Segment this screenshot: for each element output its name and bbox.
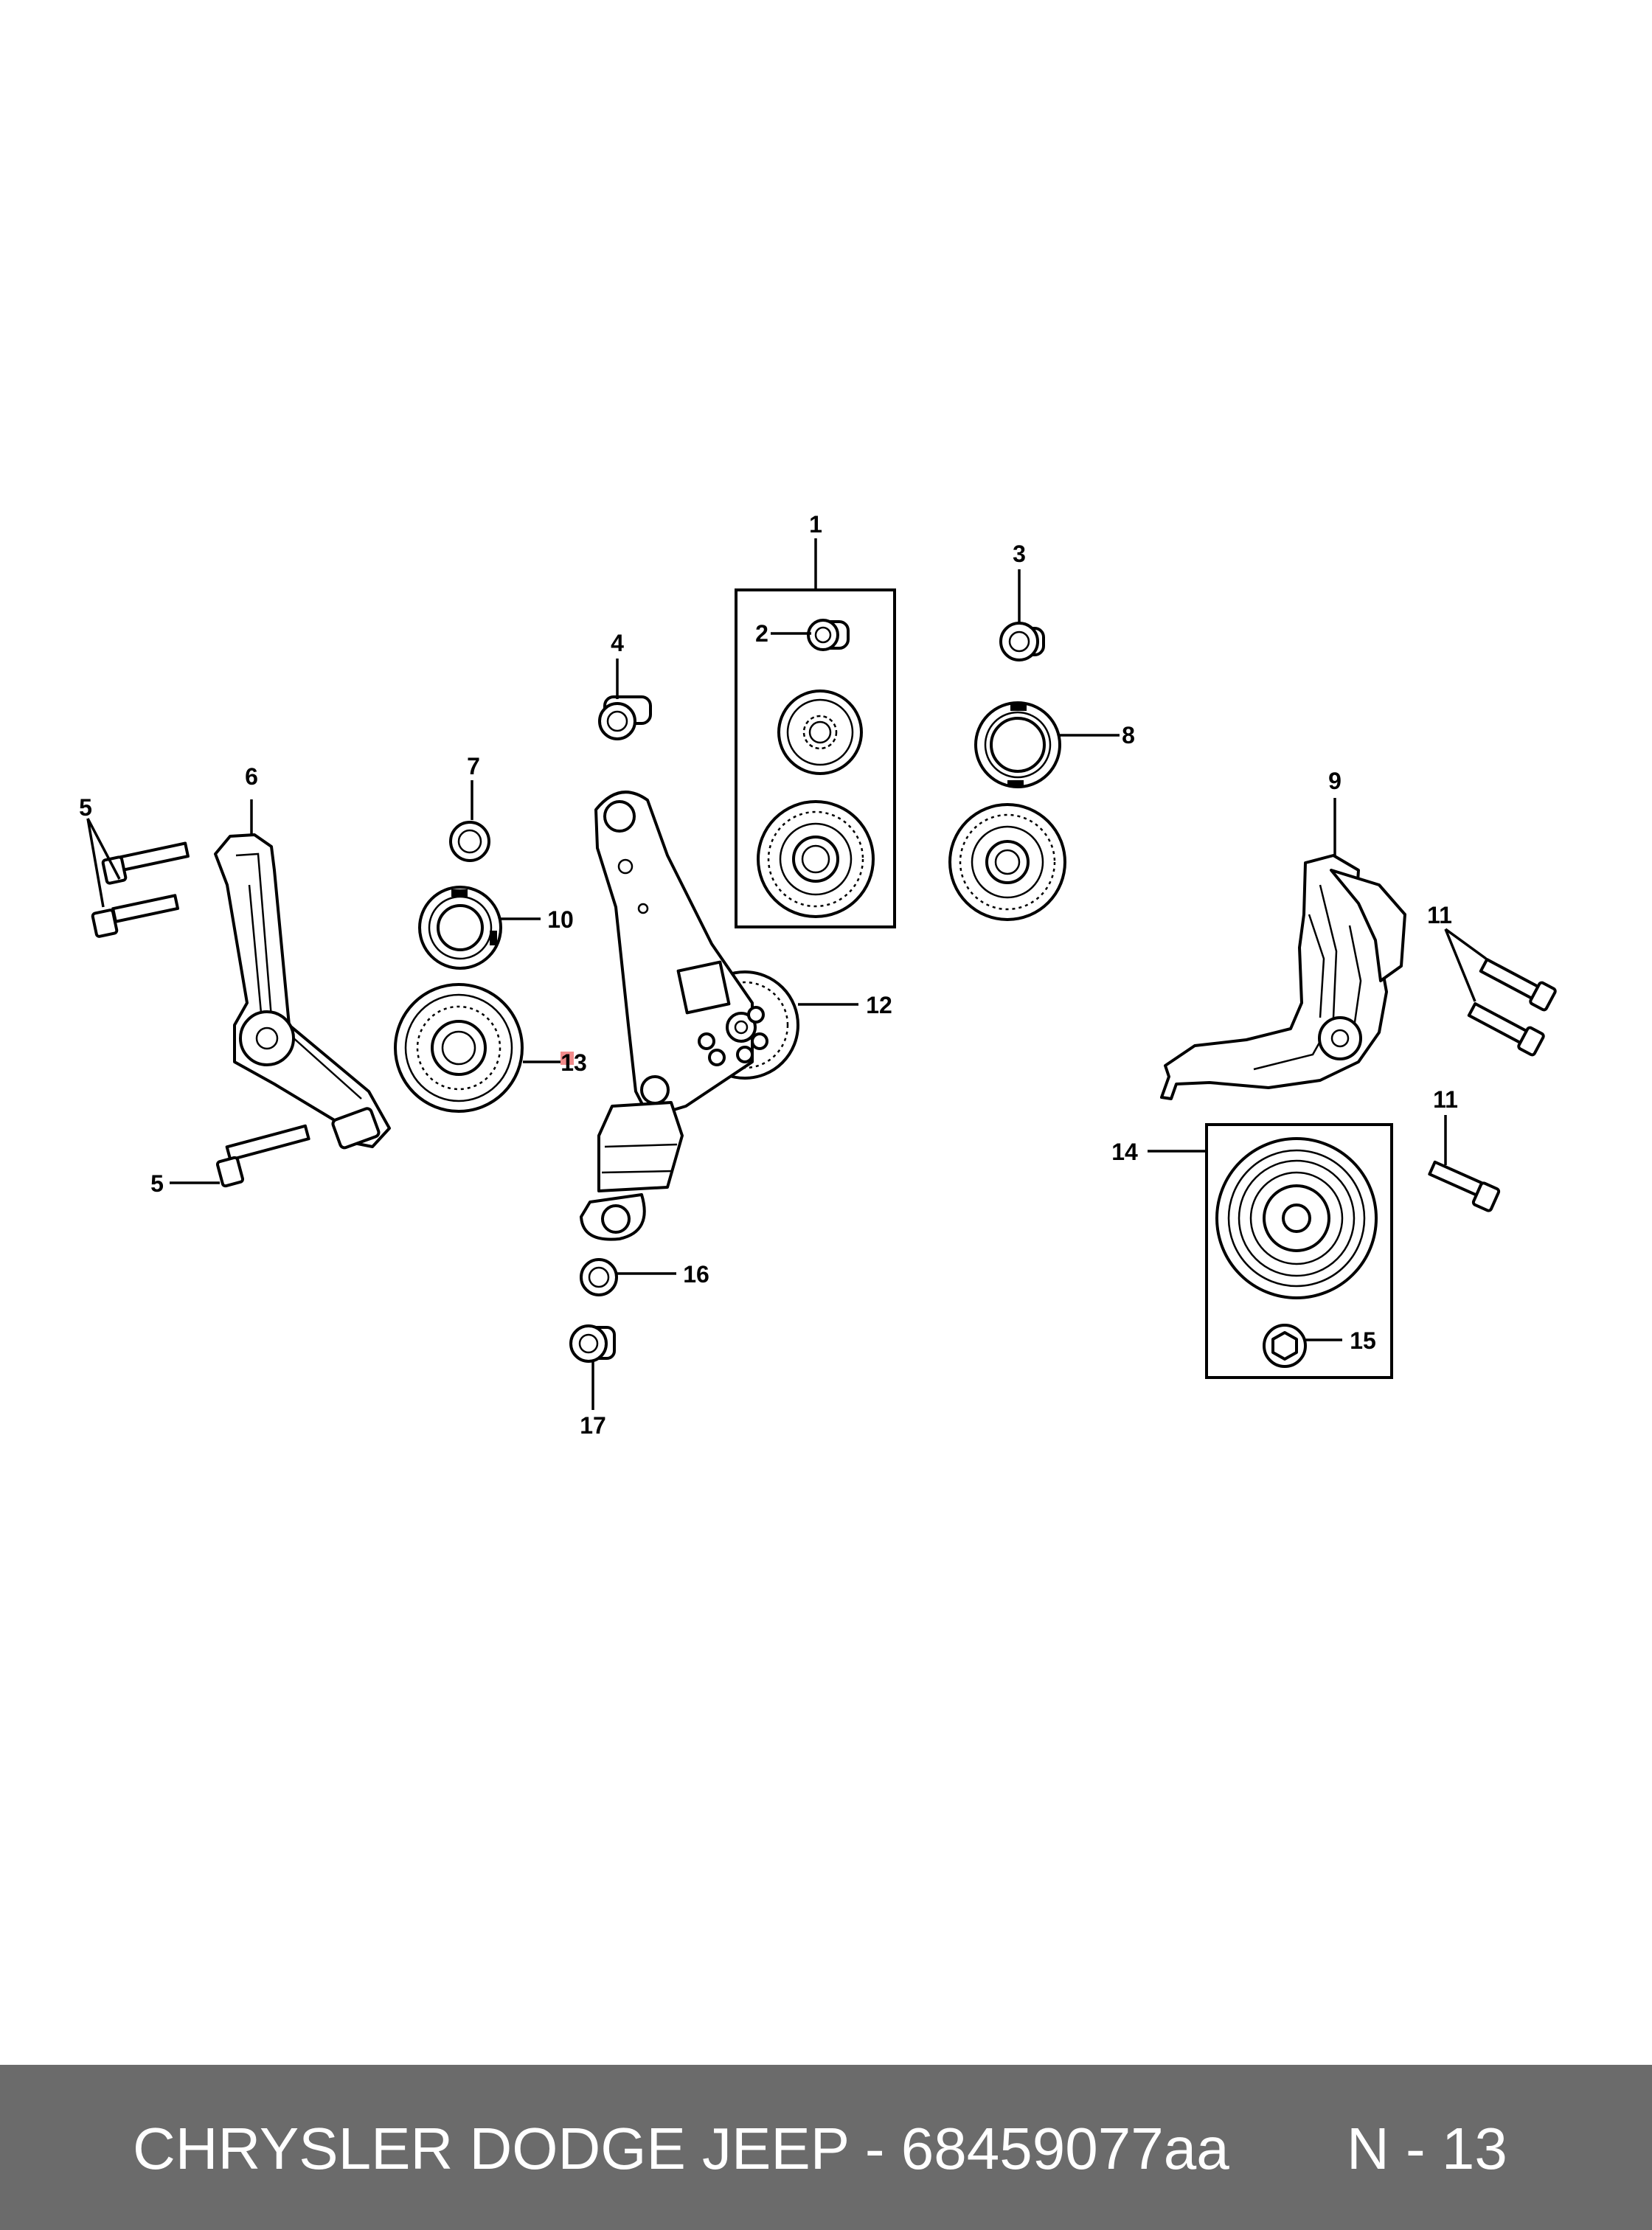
callout-5-upper: 5 <box>79 794 92 821</box>
callout-11-lower: 11 <box>1433 1086 1458 1113</box>
part-11-bolt-lower <box>1428 1160 1501 1212</box>
part-11-bolt-upper-b <box>1467 1002 1545 1057</box>
part-3-bolt <box>999 622 1045 661</box>
footer-bar: CHRYSLER DODGE JEEP - 68459077aa N - 13 <box>0 2065 1652 2230</box>
callout-13: 13 <box>560 1049 587 1076</box>
callout-4: 4 <box>611 630 624 656</box>
callout-7: 7 <box>467 753 480 779</box>
callout-16: 16 <box>683 1261 709 1288</box>
leader-11a-1 <box>1444 928 1488 960</box>
part-16-washer <box>580 1258 618 1296</box>
footer-title: CHRYSLER DODGE JEEP - 68459077aa <box>133 2116 1229 2181</box>
idler-pulley <box>948 803 1066 921</box>
part-5-bolt-lower <box>215 1124 310 1188</box>
part-17-bolt <box>569 1324 616 1363</box>
part-11-bolt-upper-a <box>1479 958 1557 1012</box>
leader-11a-2 <box>1444 928 1476 1002</box>
part-8-dust-cover <box>974 701 1061 788</box>
part-6-bracket <box>214 833 391 1150</box>
leader-5a-1 <box>86 818 121 880</box>
part-10-dust-cover <box>418 886 502 970</box>
callout-15: 15 <box>1350 1327 1376 1354</box>
part-12-tensioner <box>580 791 799 1241</box>
footer-page-number: N - 13 <box>1347 2116 1507 2181</box>
part-7-washer <box>449 821 490 862</box>
callout-12: 12 <box>866 992 892 1018</box>
callout-9: 9 <box>1328 768 1342 794</box>
part-9-bracket <box>1160 854 1406 1100</box>
part-2-bolt <box>807 619 850 651</box>
kit-box-14 <box>1205 1123 1393 1379</box>
part-13-pulley <box>394 983 524 1113</box>
callout-11-upper: 11 <box>1427 902 1452 928</box>
part-5-bolt-upper-b <box>91 894 179 938</box>
callout-5-lower: 5 <box>150 1170 164 1197</box>
callout-14: 14 <box>1111 1139 1138 1165</box>
callout-2: 2 <box>755 620 768 647</box>
part-5-bolt-upper-a <box>101 841 190 885</box>
part-1-pulley <box>757 800 875 918</box>
callout-17: 17 <box>580 1412 606 1439</box>
callout-1: 1 <box>809 511 822 538</box>
part-14-pulley <box>1215 1137 1378 1299</box>
callout-6: 6 <box>245 763 258 790</box>
parts-diagram: 1 2 3 4 5 5 6 7 8 9 10 11 11 12 13 14 15… <box>79 511 1557 1439</box>
part-1-dust-cover <box>777 690 863 775</box>
highlight-marker <box>560 1052 574 1065</box>
leader-5a-2 <box>86 818 105 908</box>
part-15-bolt <box>1263 1324 1307 1368</box>
part-4-bolt <box>598 695 652 740</box>
callout-10: 10 <box>547 906 574 933</box>
callout-8: 8 <box>1122 722 1135 748</box>
callout-3: 3 <box>1013 541 1026 567</box>
